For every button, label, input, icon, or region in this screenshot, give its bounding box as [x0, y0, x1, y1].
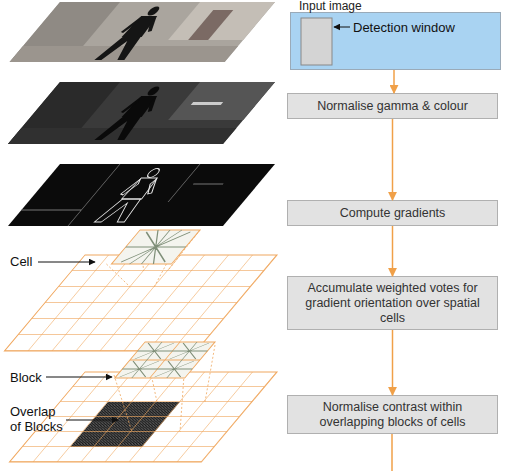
continuation-line	[391, 434, 393, 471]
flow-arrow	[393, 70, 395, 93]
orientation-bins	[115, 342, 215, 378]
photo-layer	[10, 2, 275, 62]
process-box: Normalise contrast within overlapping bl…	[287, 395, 498, 434]
node-text: Normalise contrast within overlapping bl…	[288, 400, 497, 430]
photo-region	[168, 82, 275, 120]
callout-arrow	[66, 420, 118, 421]
person-figure	[94, 7, 172, 61]
person-figure	[94, 87, 172, 141]
grid	[9, 372, 277, 462]
grid-background	[9, 372, 277, 462]
grid	[4, 255, 277, 351]
detection-window	[301, 18, 332, 65]
block-histogram	[115, 342, 215, 378]
projection-line	[106, 230, 200, 287]
node-text: Compute gradients	[334, 206, 452, 221]
photo-region	[168, 2, 275, 40]
flow-arrow	[392, 226, 394, 276]
grid-background	[4, 255, 277, 351]
block-cell-line	[115, 342, 215, 378]
node-text: Accumulate weighted votes for gradient o…	[288, 281, 497, 326]
orientation-bins	[111, 230, 200, 264]
callout-arrow	[46, 377, 112, 378]
flow-arrow	[392, 330, 394, 395]
callout-label: Block	[10, 370, 50, 385]
photo-region	[188, 10, 233, 40]
node-heading: Input image	[299, 0, 362, 12]
flow-arrow	[392, 119, 394, 200]
cell-histogram	[111, 230, 200, 264]
input-image-box: Input image	[290, 12, 501, 70]
normalised-layer	[8, 82, 275, 144]
callout-arrow	[38, 262, 95, 263]
callout-arrow	[334, 27, 350, 28]
gradient-background	[8, 164, 275, 226]
node-text: Normalise gamma & colour	[311, 99, 474, 114]
block-grid	[9, 372, 277, 462]
cell-patch	[111, 230, 200, 264]
gradient-edge	[8, 164, 240, 226]
block-patch	[115, 342, 215, 378]
process-box: Normalise gamma & colour	[287, 93, 498, 119]
process-box: Accumulate weighted votes for gradient o…	[287, 276, 498, 330]
gradient-layer	[8, 164, 275, 226]
gradient-outline	[94, 169, 172, 223]
photo-background	[8, 82, 275, 144]
cell-grid	[4, 255, 277, 351]
photo-highlight	[191, 102, 224, 105]
process-box: Compute gradients	[287, 200, 498, 226]
photo-background	[10, 2, 275, 62]
